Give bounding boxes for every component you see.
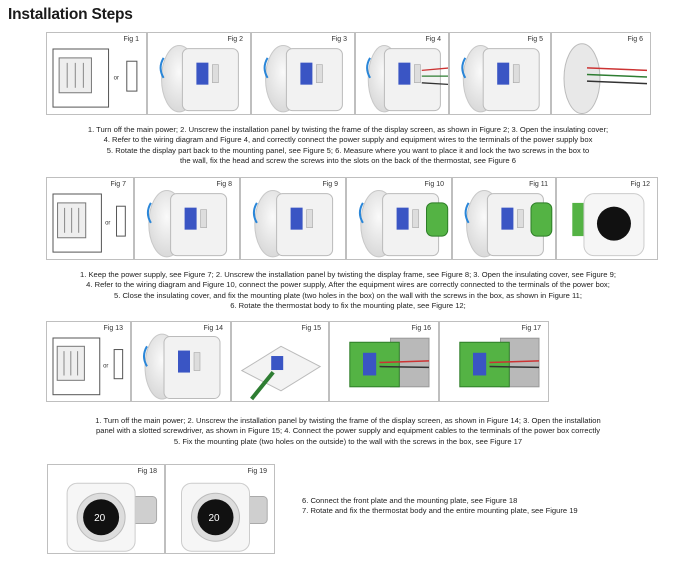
figure: Fig 16 [329, 321, 439, 402]
instruction-text: 1. Turn off the main power; 2. Unscrew t… [58, 125, 638, 167]
figure: Fig 4 [355, 32, 449, 115]
figure: 20 Fig 18 [47, 464, 165, 554]
figure-label: Fig 18 [137, 468, 157, 475]
instruction-line: 5. Fix the mounting plate (two holes on … [173, 436, 523, 446]
figure-label: Fig 12 [630, 181, 650, 188]
figure: Fig 5 [449, 32, 551, 115]
instruction-line: 6. Connect the front plate and the mount… [302, 496, 518, 505]
instruction-line: 4. Refer to the wiring diagram and Figur… [103, 135, 593, 145]
instruction-line: 4. Refer to the wiring diagram and Figur… [86, 280, 610, 290]
instruction-text: 1. Turn off the main power; 2. Unscrew t… [58, 416, 638, 447]
instruction-line: 1. Keep the power supply, see Figure 7; … [80, 270, 616, 279]
figure: Fig 14 [131, 321, 231, 402]
figure: 20 Fig 19 [165, 464, 275, 554]
svg-text:or: or [114, 75, 119, 81]
figure-label: Fig 5 [527, 36, 543, 43]
figure: Fig 17 [439, 321, 549, 402]
figure-label: Fig 8 [216, 181, 232, 188]
svg-text:20: 20 [209, 513, 221, 524]
instruction-line: 5. Rotate the display part back to the m… [106, 145, 590, 155]
figure-label: Fig 9 [322, 181, 338, 188]
figure-label: Fig 17 [521, 325, 541, 332]
figure: Fig 10 [346, 177, 452, 260]
figure: Fig 6 [551, 32, 651, 115]
page-title: Installation Steps [8, 6, 133, 23]
instruction-line: 5. Close the insulating cover, and fix t… [114, 290, 582, 300]
figure-label: Fig 14 [203, 325, 223, 332]
instruction-text: 1. Keep the power supply, see Figure 7; … [58, 270, 638, 312]
instruction-text: 6. Connect the front plate and the mount… [302, 496, 578, 517]
figure: or Fig 7 [46, 177, 134, 260]
figure-label: Fig 19 [247, 468, 267, 475]
figure: or Fig 1 [46, 32, 147, 115]
figure: or Fig 13 [46, 321, 131, 402]
figure: Fig 2 [147, 32, 251, 115]
figure-label: Fig 13 [103, 325, 123, 332]
svg-text:or: or [103, 363, 108, 369]
instruction-line: 1. Turn off the main power; 2. Unscrew t… [95, 416, 601, 425]
instruction-line: the wall, fix the head and screw the scr… [180, 156, 516, 166]
figure-label: Fig 16 [411, 325, 431, 332]
figure-label: Fig 1 [123, 36, 139, 43]
figure: Fig 12 [556, 177, 658, 260]
figure-label: Fig 6 [627, 36, 643, 43]
instruction-line: 1. Turn off the main power; 2. Unscrew t… [87, 125, 609, 134]
instruction-line: panel with a slotted screwdriver, as sho… [96, 426, 600, 436]
figure-label: Fig 7 [110, 181, 126, 188]
figure: Fig 3 [251, 32, 355, 115]
svg-text:or: or [105, 220, 110, 226]
figure: Fig 11 [452, 177, 556, 260]
figure-label: Fig 15 [301, 325, 321, 332]
figure: Fig 9 [240, 177, 346, 260]
instruction-line: 7. Rotate and fix the thermostat body an… [302, 506, 578, 516]
svg-text:20: 20 [94, 513, 106, 524]
figure: Fig 8 [134, 177, 240, 260]
figure-label: Fig 2 [227, 36, 243, 43]
figure-label: Fig 11 [529, 181, 548, 188]
figure-label: Fig 10 [424, 181, 444, 188]
figure: Fig 15 [231, 321, 329, 402]
figure-label: Fig 3 [331, 36, 347, 43]
instruction-line: 6. Rotate the thermostat body to fix the… [230, 301, 466, 311]
figure-label: Fig 4 [425, 36, 441, 43]
